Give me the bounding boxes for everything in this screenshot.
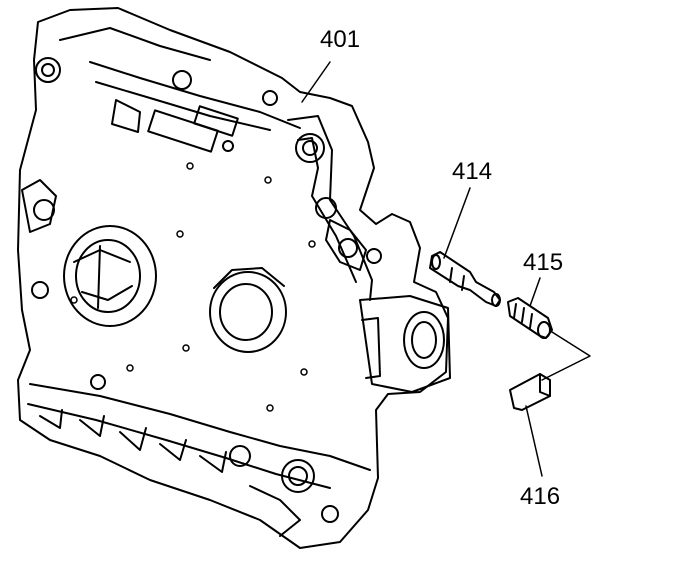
transmission-case — [17, 7, 449, 549]
callout-401: 401 — [320, 26, 361, 53]
solenoid-bore-block — [359, 295, 451, 393]
leader-lines — [301, 61, 591, 477]
pump-bore — [63, 225, 157, 327]
part-415-solenoid — [507, 297, 553, 339]
leader-415 — [529, 277, 541, 307]
part-416-retainer — [509, 373, 551, 411]
assembly-path — [541, 331, 591, 381]
leader-414 — [443, 187, 471, 259]
center-bore — [209, 267, 287, 353]
leader-416 — [525, 405, 543, 477]
callout-416: 416 — [520, 483, 561, 510]
callout-414: 414 — [452, 158, 493, 185]
bottom-rail — [27, 374, 371, 537]
bolt-holes — [70, 162, 316, 412]
leader-401 — [301, 61, 331, 103]
callout-415: 415 — [523, 249, 564, 276]
part-414-valve — [429, 251, 501, 307]
